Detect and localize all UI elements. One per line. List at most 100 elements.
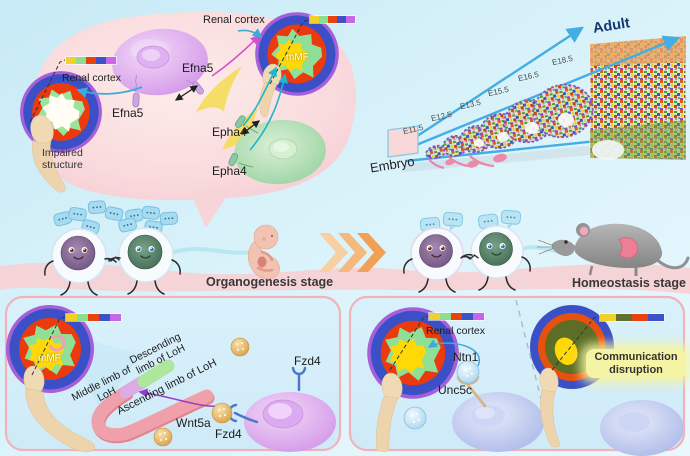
gene-segment bbox=[328, 16, 337, 23]
gene-segment bbox=[66, 57, 76, 64]
epha4-receptor bbox=[228, 152, 239, 167]
gene-segment bbox=[319, 16, 328, 23]
ureteric-stalk bbox=[25, 387, 95, 453]
descending-limb bbox=[137, 359, 175, 388]
embryo-square bbox=[387, 125, 419, 158]
nephron-curl bbox=[48, 334, 66, 352]
impaired-structure-label: Impaired structure bbox=[42, 147, 83, 172]
bidirectional-arrow bbox=[240, 120, 261, 135]
fzd4-cell-group bbox=[228, 366, 336, 452]
gene-segment bbox=[76, 57, 86, 64]
impaired-kidney bbox=[20, 59, 102, 193]
gene-segment bbox=[429, 313, 440, 320]
wnt5a-signal-arrow bbox=[138, 388, 219, 407]
epha4-cell bbox=[228, 115, 326, 185]
section-festoons bbox=[445, 153, 507, 168]
swoosh-left bbox=[167, 247, 251, 256]
fzd4-label-bottom: Fzd4 bbox=[215, 427, 242, 441]
gene-segment bbox=[600, 314, 616, 321]
gene-bar-connector bbox=[389, 315, 430, 371]
efna5-ligand bbox=[132, 92, 140, 108]
adult-tissue-panel bbox=[589, 35, 687, 161]
renal-cortex-label-tr: Renal cortex bbox=[203, 14, 265, 26]
gene-bar-connector bbox=[551, 316, 601, 371]
ureteric-stalk bbox=[32, 139, 66, 193]
embryo-fetus bbox=[247, 224, 280, 280]
ntn1-label: Ntn1 bbox=[453, 350, 479, 364]
wnt5a-label: Wnt5a bbox=[176, 416, 211, 430]
epha4-to-kidney-arrow bbox=[242, 66, 277, 127]
gene-bar-connector bbox=[29, 59, 66, 123]
renal-cortex-label-br: Renal cortex bbox=[426, 325, 485, 337]
section-streaks bbox=[427, 155, 495, 170]
mouse-eye bbox=[564, 240, 568, 244]
ureteric-stalk bbox=[540, 389, 561, 448]
unc5c-label: Unc5c bbox=[438, 383, 473, 397]
gene-bar-wnt5a-kidney bbox=[65, 313, 122, 322]
efna5-cell bbox=[112, 28, 208, 108]
efna5-label-upper: Efna5 bbox=[182, 61, 214, 75]
panel-divider bbox=[515, 299, 555, 451]
mouse-tail bbox=[653, 256, 690, 270]
mouse bbox=[537, 223, 690, 276]
efna5-to-kidney-arrow bbox=[211, 34, 261, 77]
holding-hands bbox=[465, 254, 479, 260]
gene-bar-ntn1-kidney bbox=[428, 312, 485, 321]
gene-segment bbox=[99, 314, 110, 321]
gene-segment bbox=[648, 314, 664, 321]
gene-bar-connector bbox=[269, 18, 311, 85]
development-timeline bbox=[387, 26, 687, 172]
wnt5a-kidney bbox=[0, 299, 140, 453]
epha4-to-kidney-arrow bbox=[249, 73, 288, 151]
gene-segment bbox=[337, 16, 346, 23]
gene-segment bbox=[451, 313, 462, 320]
renal-cortex-label-tl: Renal cortex bbox=[62, 72, 121, 84]
progenitor-cell-purple bbox=[44, 228, 117, 296]
gene-segment bbox=[440, 313, 451, 320]
gene-segment bbox=[462, 313, 473, 320]
gene-segment bbox=[110, 314, 121, 321]
embryo-sections bbox=[425, 83, 594, 160]
homeostasis-stage-label: Homeostasis stage bbox=[572, 276, 686, 290]
bidirectional-arrow bbox=[174, 85, 199, 101]
ureteric-stalk bbox=[376, 395, 399, 452]
organogenesis-cells bbox=[44, 201, 181, 296]
ntn1-ligand-free bbox=[403, 406, 427, 430]
gene-segment bbox=[106, 57, 116, 64]
whiskers bbox=[537, 239, 555, 255]
gene-bar-impaired-kidney bbox=[65, 56, 117, 65]
renal-cortex-arrow-right bbox=[237, 28, 263, 39]
gene-segment bbox=[616, 314, 632, 321]
epha4-label-upper: Epha4 bbox=[212, 125, 247, 139]
mmf-label-bottom: mMF bbox=[38, 353, 61, 364]
gene-segment bbox=[66, 314, 77, 321]
renal-cortex-arrow-left bbox=[76, 86, 143, 98]
epha4-label-lower: Epha4 bbox=[212, 164, 247, 178]
homeostasis-cells bbox=[403, 210, 531, 293]
section-papillae bbox=[474, 113, 574, 147]
timeline-arrow-top bbox=[401, 26, 585, 148]
mmf-label-top: mMF bbox=[286, 52, 309, 63]
wnt5a-ligands bbox=[153, 337, 250, 447]
transition-chevrons bbox=[319, 233, 386, 272]
ntn1-to-cortex-arrow bbox=[427, 339, 480, 367]
loop-of-henle bbox=[91, 359, 215, 444]
organogenesis-stage-label: Organogenesis stage bbox=[206, 275, 334, 289]
stage-ribbon bbox=[0, 262, 690, 294]
gene-bar-disrupted-kidney bbox=[599, 313, 665, 322]
gene-segment bbox=[88, 314, 99, 321]
gene-segment bbox=[632, 314, 648, 321]
gene-segment bbox=[86, 57, 96, 64]
holding-hands bbox=[106, 256, 120, 262]
progenitor-cell-green bbox=[108, 227, 181, 295]
efna5-label-lower: Efna5 bbox=[112, 106, 144, 120]
ntn1-kidney bbox=[363, 303, 463, 452]
gene-bar-connector bbox=[31, 316, 67, 376]
gene-segment bbox=[473, 313, 484, 320]
gene-segment bbox=[77, 314, 88, 321]
unc5c-cell-group bbox=[403, 360, 544, 452]
gene-segment bbox=[96, 57, 106, 64]
gene-segment bbox=[346, 16, 355, 23]
